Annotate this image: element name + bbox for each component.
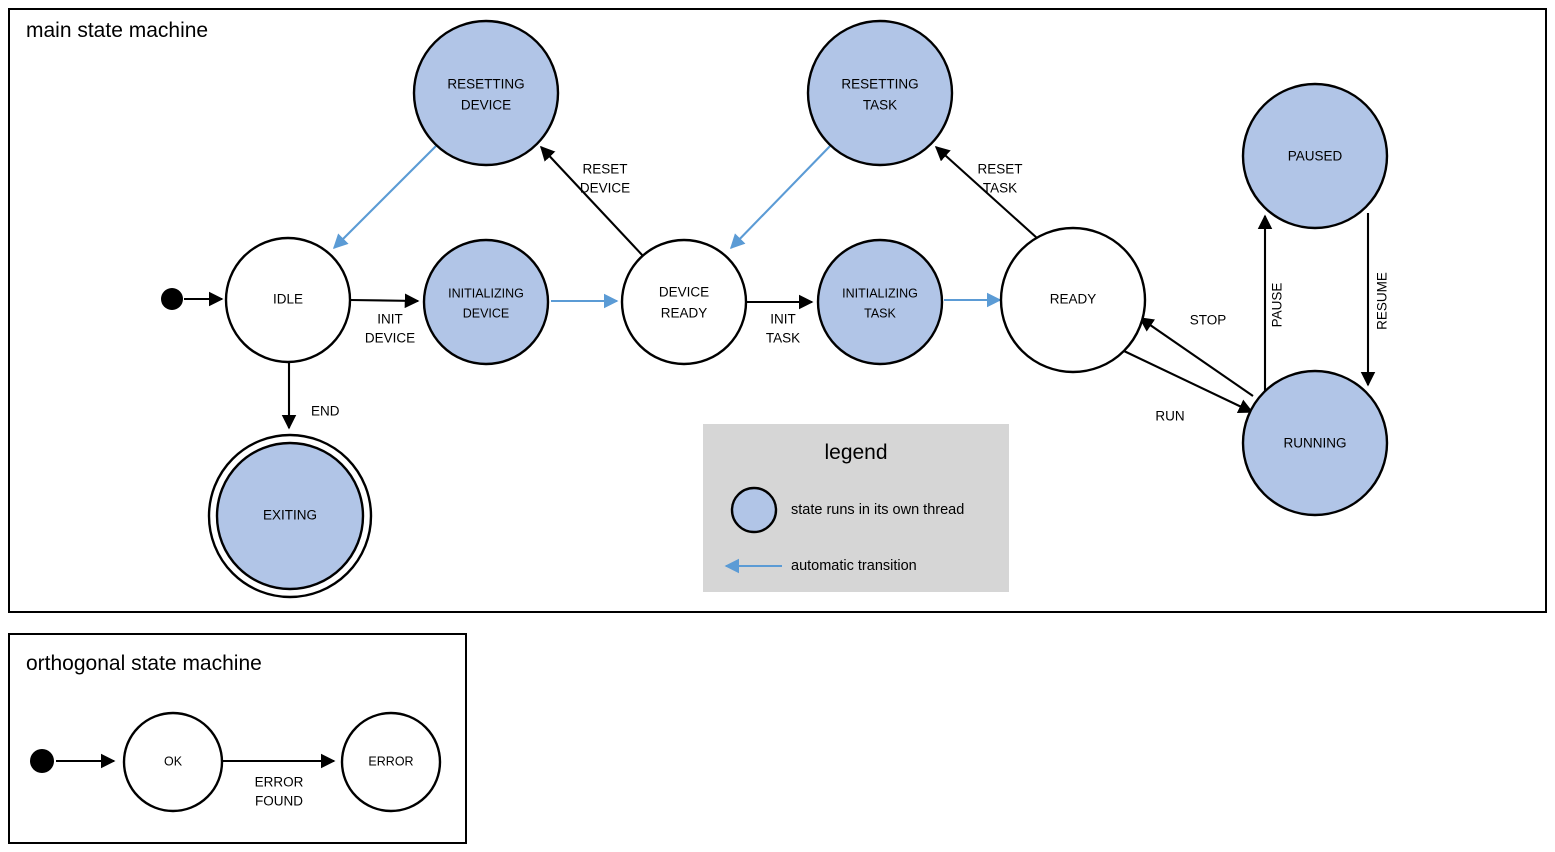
edge-label-reset-device-line2: DEVICE	[580, 181, 630, 196]
edge-label-end: END	[311, 404, 340, 419]
state-label-line1: DEVICE	[659, 285, 709, 300]
state-paused[interactable]: PAUSED	[1241, 82, 1389, 230]
state-running[interactable]: RUNNING	[1241, 369, 1389, 517]
state-label-line2: DEVICE	[461, 98, 511, 113]
edge-label-reset-task-line2: TASK	[983, 181, 1017, 196]
initial-state-marker	[161, 288, 183, 310]
state-ready[interactable]: READY	[999, 226, 1147, 374]
legend: legend state runs in its own thread auto…	[703, 424, 1009, 592]
orthogonal-initial-state-marker	[30, 749, 54, 773]
edge-ready-to-resetting-task	[934, 146, 1038, 239]
state-label-line1: ERROR	[368, 754, 413, 768]
state-label-line1: INITIALIZING	[448, 286, 524, 300]
state-device-ready[interactable]: DEVICE READY	[620, 238, 748, 366]
state-label-line2: TASK	[863, 98, 897, 113]
state-shape	[215, 441, 365, 591]
edge-running-to-ready	[1138, 317, 1254, 397]
edge-label-init-task-line2: TASK	[766, 331, 800, 346]
state-error[interactable]: ERROR	[340, 711, 442, 813]
state-label-line1: IDLE	[273, 292, 303, 307]
state-label-line1: OK	[164, 754, 183, 768]
state-shape	[340, 711, 442, 813]
state-shape	[224, 236, 352, 364]
main-frame-title: main state machine	[26, 19, 208, 42]
legend-entry-thread-state-label: state runs in its own thread	[791, 502, 964, 518]
state-shape	[620, 238, 748, 366]
state-shape	[412, 19, 560, 167]
state-ok[interactable]: OK	[122, 711, 224, 813]
state-shape	[816, 238, 944, 366]
state-shape	[806, 19, 954, 167]
legend-title: legend	[824, 441, 887, 464]
edge-label-stop: STOP	[1190, 313, 1227, 328]
edge-label-run: RUN	[1155, 409, 1184, 424]
edge-label-init-device-line1: INIT	[377, 312, 403, 327]
state-label-line1: INITIALIZING	[842, 286, 918, 300]
state-label-line2: TASK	[864, 306, 896, 320]
state-label-line1: RESETTING	[841, 77, 918, 92]
state-label-line1: READY	[1050, 292, 1097, 307]
state-label-line1: PAUSED	[1288, 149, 1343, 164]
edge-resetting-task-to-device-ready	[729, 143, 833, 250]
state-idle[interactable]: IDLE	[224, 236, 352, 364]
edge-idle-to-initializing-device	[349, 293, 420, 309]
state-shape	[999, 226, 1147, 374]
state-label-line1: EXITING	[263, 508, 317, 523]
edge-resetting-device-to-idle	[332, 143, 439, 250]
state-initializing-device[interactable]: INITIALIZING DEVICE	[422, 238, 550, 366]
state-resetting-task[interactable]: RESETTING TASK	[806, 19, 954, 167]
state-exiting[interactable]: EXITING	[207, 433, 373, 599]
edge-label-init-device-line2: DEVICE	[365, 331, 415, 346]
edge-label-init-task-line1: INIT	[770, 312, 796, 327]
state-label-line1: RUNNING	[1284, 436, 1347, 451]
state-shape	[1241, 369, 1389, 517]
state-shape	[1241, 82, 1389, 230]
orthogonal-frame-title: orthogonal state machine	[26, 652, 262, 675]
edge-label-resume: RESUME	[1375, 272, 1390, 330]
state-initializing-task[interactable]: INITIALIZING TASK	[816, 238, 944, 366]
state-shape	[422, 238, 550, 366]
edge-label-reset-device-line1: RESET	[582, 162, 627, 177]
state-label-line2: DEVICE	[463, 306, 510, 320]
edge-label-pause: PAUSE	[1270, 283, 1285, 328]
edge-device-ready-to-resetting-device	[539, 145, 645, 258]
state-shape	[122, 711, 224, 813]
edge-label-reset-task-line1: RESET	[977, 162, 1022, 177]
state-label-line1: RESETTING	[447, 77, 524, 92]
edge-label-error-found-line1: ERROR	[255, 775, 304, 790]
legend-thread-state-icon	[730, 486, 778, 534]
legend-entry-automatic-transition-label: automatic transition	[791, 558, 917, 574]
edge-ready-to-running	[1123, 350, 1254, 413]
edge-label-error-found-line2: FOUND	[255, 794, 303, 809]
state-resetting-device[interactable]: RESETTING DEVICE	[412, 19, 560, 167]
state-label-line2: READY	[661, 306, 708, 321]
